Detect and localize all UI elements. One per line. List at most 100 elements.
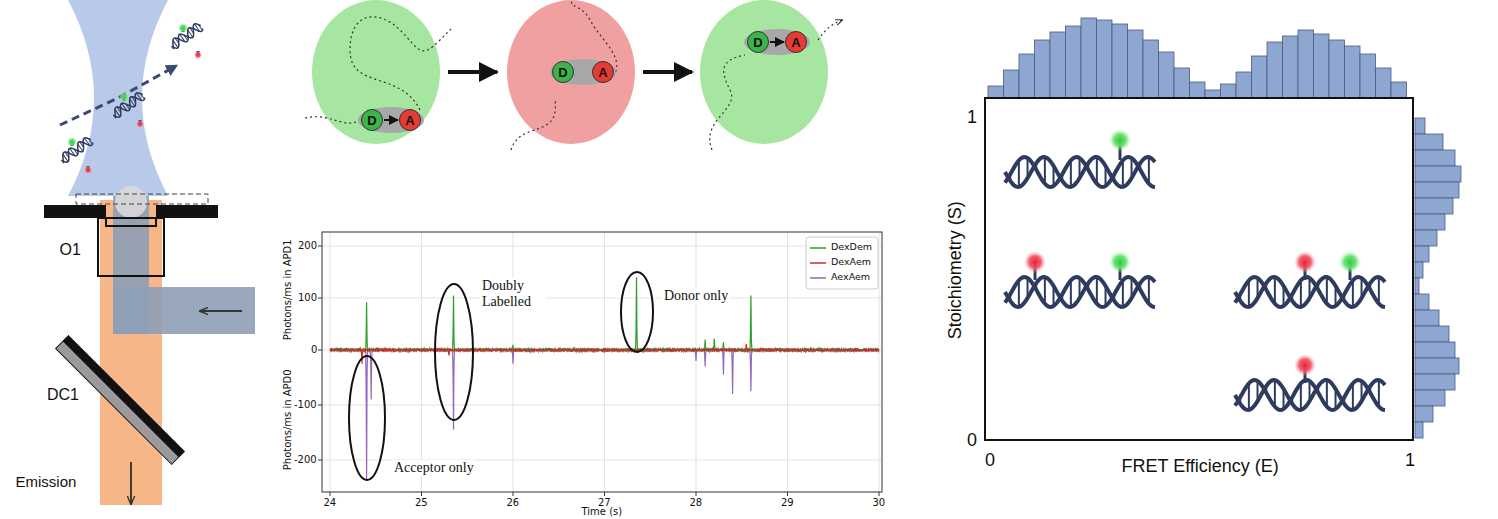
histogram-bar — [1415, 150, 1455, 166]
donor-dye: D — [552, 61, 574, 83]
tick-label: 0 — [311, 344, 317, 356]
tick-mark — [318, 298, 322, 299]
excitation-arrow — [200, 310, 242, 312]
histogram-bar — [1345, 46, 1361, 98]
histogram-bar — [1050, 32, 1066, 98]
tick-mark — [421, 492, 422, 496]
objective-front-lens — [115, 186, 147, 218]
transfer-arrow — [770, 41, 784, 43]
dna-helix — [1005, 277, 1155, 307]
legend-line-sample — [810, 245, 828, 251]
dna-strand — [1235, 380, 1385, 410]
red-excitation-volume — [507, 0, 635, 144]
axis-title: Photons/ms in APD1 — [281, 239, 293, 340]
tick-mark — [696, 492, 697, 496]
tick-label: 29 — [781, 497, 794, 509]
trace-aexaem — [330, 349, 879, 479]
tick-label: 100 — [298, 292, 317, 304]
chart-frame — [322, 232, 882, 492]
objective-body — [106, 218, 156, 226]
tick-label: 0 — [985, 450, 995, 471]
dye — [1294, 354, 1316, 376]
dye — [1339, 251, 1361, 273]
histogram-bar — [1221, 84, 1237, 98]
legend-line-sample — [810, 275, 828, 281]
grid-line — [604, 232, 605, 492]
histogram-bar — [1097, 20, 1113, 98]
legend-text: DexDem — [831, 242, 872, 253]
dna-strand — [168, 22, 203, 51]
histogram-bar — [1159, 52, 1175, 98]
trace-dexaem — [330, 349, 879, 363]
part-label: DC1 — [47, 386, 79, 404]
emission-arrow — [130, 462, 132, 504]
dye-letter: D — [753, 35, 762, 50]
molecule-body — [550, 59, 616, 85]
tick-label: 1 — [1405, 450, 1415, 471]
histogram-bar — [1415, 326, 1449, 342]
grid-line — [421, 232, 422, 492]
histogram-bar — [1415, 214, 1445, 230]
dna-strand — [110, 91, 145, 120]
legend-line — [810, 262, 826, 264]
dye-letter: A — [405, 113, 414, 128]
dye — [1109, 251, 1131, 273]
dye — [136, 120, 144, 128]
transfer-arrow — [384, 119, 398, 121]
histogram-bar — [1415, 358, 1459, 374]
dna-strand — [1005, 277, 1155, 307]
histogram-bar — [1205, 90, 1221, 98]
tick-mark — [318, 246, 322, 247]
histogram-bar — [1376, 68, 1392, 98]
diffusion-path — [60, 66, 176, 125]
legend-entry: DexDem — [810, 241, 872, 254]
tick-label: 28 — [690, 497, 703, 509]
dye — [119, 92, 129, 102]
dna-illustrations — [1005, 129, 1385, 410]
histogram-bar — [1415, 182, 1459, 198]
axis-title: Photons/ms in APD0 — [281, 369, 293, 470]
dye-letter: A — [598, 65, 607, 80]
legend-line-sample — [810, 260, 828, 266]
histogram-bar — [1112, 24, 1128, 98]
tick-mark — [318, 350, 322, 351]
dna-strand — [1235, 277, 1385, 307]
histogram-bar — [1415, 246, 1429, 262]
dna-helix — [110, 91, 145, 120]
grid-line — [879, 232, 880, 492]
sequence-arrow — [448, 70, 497, 74]
axis-title: Time (s) — [582, 506, 623, 518]
dichroic-coating — [63, 336, 185, 458]
dna-strand — [168, 22, 203, 51]
sample-holder — [44, 205, 106, 218]
part-label: O1 — [60, 241, 81, 259]
histogram-bar — [1128, 30, 1144, 98]
tick-mark — [318, 460, 322, 461]
tick-mark — [604, 492, 605, 496]
dna-helix — [1235, 277, 1385, 307]
trajectory — [511, 0, 617, 150]
dna-strand — [1005, 277, 1155, 307]
histogram-bar — [1415, 118, 1425, 134]
histogram-bar — [1314, 34, 1330, 98]
histogram-bar — [1004, 70, 1020, 98]
dna-strand — [58, 136, 93, 165]
dna-strand — [1005, 157, 1155, 187]
histogram-bar — [1174, 68, 1190, 98]
histogram-bar — [1415, 342, 1455, 358]
histograms — [988, 18, 1461, 438]
es-plot-frame — [985, 98, 1413, 440]
dye — [67, 137, 77, 147]
dye-letter: A — [791, 35, 800, 50]
histogram-bar — [1081, 18, 1097, 98]
dye — [1109, 129, 1131, 151]
tick-mark — [879, 492, 880, 496]
annotation-ellipse — [349, 356, 385, 480]
tick-label: 24 — [324, 497, 337, 509]
grid-line — [696, 232, 697, 492]
time-trace-chart — [318, 232, 882, 496]
molecule-body — [744, 29, 810, 55]
histogram-bar — [1415, 262, 1423, 278]
